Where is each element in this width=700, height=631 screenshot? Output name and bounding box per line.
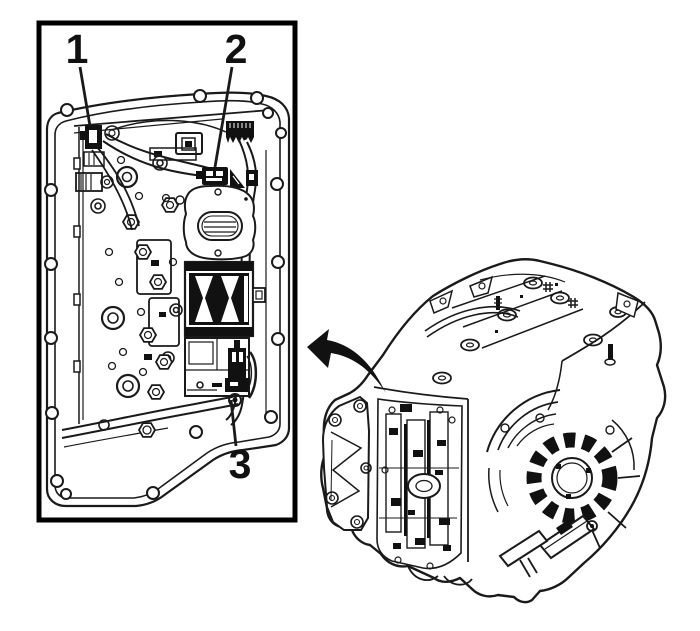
gasket-bolt-holes [44,89,287,500]
callout-2-label: 2 [225,26,248,72]
lower-fittings [407,514,598,586]
component-3-retainer [225,340,258,407]
callout-1-label: 1 [66,26,89,72]
tehcm-cover [175,184,257,261]
mount-bracket [321,395,372,531]
curved-arrow-icon [307,329,386,393]
wiring-harness [91,119,227,231]
transmission-assembly [320,258,667,604]
accumulator-cover [183,260,266,338]
bell-housing [486,389,641,549]
callout-3-label: 3 [229,441,252,487]
top-face-details [373,273,646,562]
pan-rail [61,395,239,448]
component-2-connector [196,167,258,188]
callout-3-leader [229,399,238,447]
callout-1-leader [78,66,92,127]
valve-body-face [376,398,463,570]
detail-panel: 1 2 3 [36,20,298,523]
component-1-connector [80,125,120,149]
callout-2-leader [213,66,234,168]
junction-block [175,132,203,155]
torque-converter-lug-ring [526,432,618,524]
callouts: 1 2 3 [66,26,252,487]
